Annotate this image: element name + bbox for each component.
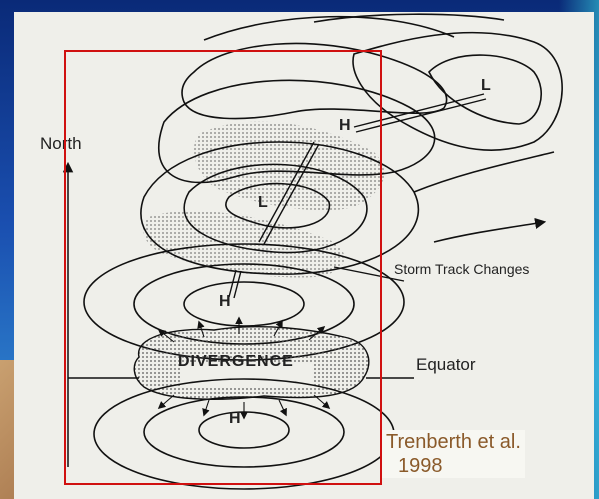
citation-year: 1998 xyxy=(398,455,443,477)
highlight-frame xyxy=(64,50,382,485)
contour-h-mid-1 xyxy=(183,281,305,327)
north-label: North xyxy=(40,134,82,153)
high-pressure-label-mid: H xyxy=(219,293,231,310)
outflow-arrows xyxy=(157,316,331,420)
contour-l-top-outer xyxy=(352,31,563,151)
ridge-line-low xyxy=(228,269,237,298)
contour-right-3 xyxy=(313,13,505,23)
high-pressure-label-bottom: H xyxy=(229,410,241,427)
contour-upper-3 xyxy=(158,79,436,184)
contour-right-1 xyxy=(413,151,555,193)
low-pressure-label-mid: L xyxy=(258,194,268,211)
contour-h-bottom-2 xyxy=(143,396,345,468)
citation: Trenberth et al. 1998 xyxy=(382,430,525,478)
contour-right-2 xyxy=(433,217,547,243)
contour-mid-loop-3 xyxy=(140,141,420,275)
ridge-line-mid xyxy=(258,141,315,243)
high-pressure-label-upper: H xyxy=(339,117,351,134)
circulation-diagram xyxy=(62,13,563,490)
storm-track-label: Storm Track Changes xyxy=(394,261,530,277)
contour-upper-1 xyxy=(203,15,455,41)
contour-h-bottom-1 xyxy=(198,411,290,449)
ridge-line-top xyxy=(353,93,485,128)
contour-mid-loop-2 xyxy=(183,163,368,254)
low-pressure-label-upper: L xyxy=(481,77,491,94)
contour-l-top-inner xyxy=(428,54,543,125)
divergence-label: DIVERGENCE xyxy=(178,353,294,370)
citation-authors: Trenberth et al. xyxy=(386,431,521,453)
equator-label: Equator xyxy=(416,355,476,374)
storm-track-pointer xyxy=(333,266,405,282)
contour-mid-loop-1 xyxy=(225,182,331,229)
